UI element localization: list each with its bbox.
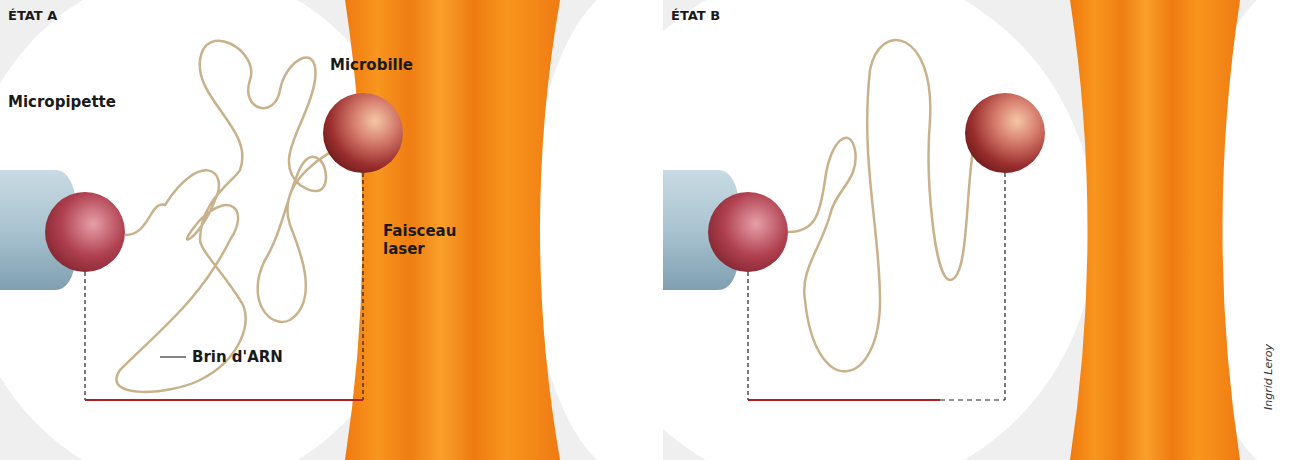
credit: Ingrid Leroy — [1262, 344, 1275, 410]
bead — [708, 192, 788, 272]
part-name: Microbille — [330, 56, 413, 74]
panel-b — [575, 0, 1308, 460]
panel-title: ÉTAT A — [8, 8, 57, 24]
rna-strand — [788, 40, 1005, 371]
bead — [45, 192, 125, 272]
part-name: Brin d'ARN — [192, 348, 283, 366]
rna-strand — [116, 41, 355, 392]
panel-title: ÉTAT B — [671, 8, 720, 24]
microbead — [323, 93, 403, 173]
leader-line — [160, 356, 186, 357]
part-name: Micropipette — [8, 93, 116, 111]
microbead — [965, 93, 1045, 173]
part-name: Faisceau laser — [383, 222, 493, 258]
